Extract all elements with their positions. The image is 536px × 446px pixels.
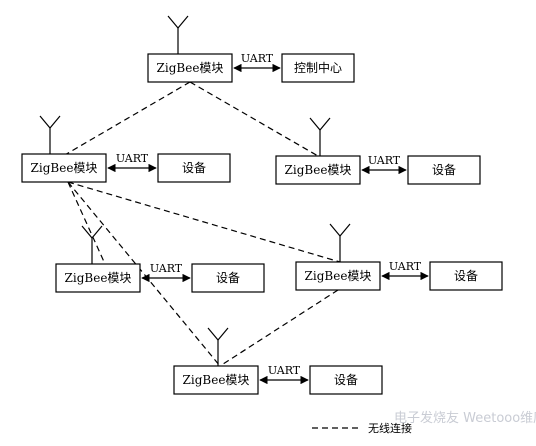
wireless-link-left-mid [67,181,106,265]
zigbee-module-label: ZigBee模块 [157,61,224,75]
uart-label: UART [268,364,301,377]
antenna-icon [167,15,189,54]
peer-label: 控制中心 [294,60,342,75]
zigbee-module-box [173,365,259,395]
peer-label: 设备 [334,373,358,387]
uart-label: UART [368,154,401,167]
peer-box [281,53,355,83]
peer-box [157,153,231,183]
zigbee-node: ZigBee模块 UART 设备 [295,223,503,291]
zigbee-module-box [55,263,141,293]
uart-label: UART [389,260,422,273]
wireless-link-top-left [62,81,191,157]
peer-label: 设备 [454,269,478,283]
zigbee-module-label: ZigBee模块 [183,373,250,387]
zigbee-node: ZigBee模块 UART 控制中心 [147,15,355,83]
zigbee-module-label: ZigBee模块 [305,269,372,283]
peer-label: 设备 [216,271,240,285]
peer-label: 设备 [432,163,456,177]
zigbee-module-box [295,261,381,291]
wireless-link-top-right [189,81,319,157]
zigbee-node: ZigBee模块 UART 设备 [275,117,481,185]
peer-box [191,263,265,293]
zigbee-module-box [275,155,361,185]
wireless-link-left-right [67,181,341,263]
zigbee-module-label: ZigBee模块 [31,161,98,175]
peer-label: 设备 [182,161,206,175]
antenna-icon [39,115,61,154]
zigbee-node: ZigBee模块 UART 设备 [21,115,231,183]
wireless-links [62,81,341,367]
zigbee-node: ZigBee模块 UART 设备 [173,327,383,395]
watermark: 电子发烧友 Weetooo维库 [394,410,536,426]
antenna-icon [329,223,351,262]
peer-box [429,261,503,291]
zigbee-node: ZigBee模块 UART 设备 [55,225,265,293]
antenna-icon [81,225,103,264]
uart-label: UART [241,52,274,65]
zigbee-module-label: ZigBee模块 [65,271,132,285]
zigbee-module-box [147,53,233,83]
zigbee-module-label: ZigBee模块 [285,163,352,177]
antenna-icon [309,117,331,156]
legend-label: 无线连接 [368,421,412,435]
peer-box [407,155,481,185]
wireless-link-right-bot [219,289,339,367]
watermark-text: 电子发烧友 Weetooo维库 [394,410,536,426]
peer-box [309,365,383,395]
uart-label: UART [116,152,149,165]
uart-label: UART [150,262,183,275]
legend: 无线连接 [312,421,412,435]
zigbee-module-box [21,153,107,183]
antenna-icon [207,327,229,366]
